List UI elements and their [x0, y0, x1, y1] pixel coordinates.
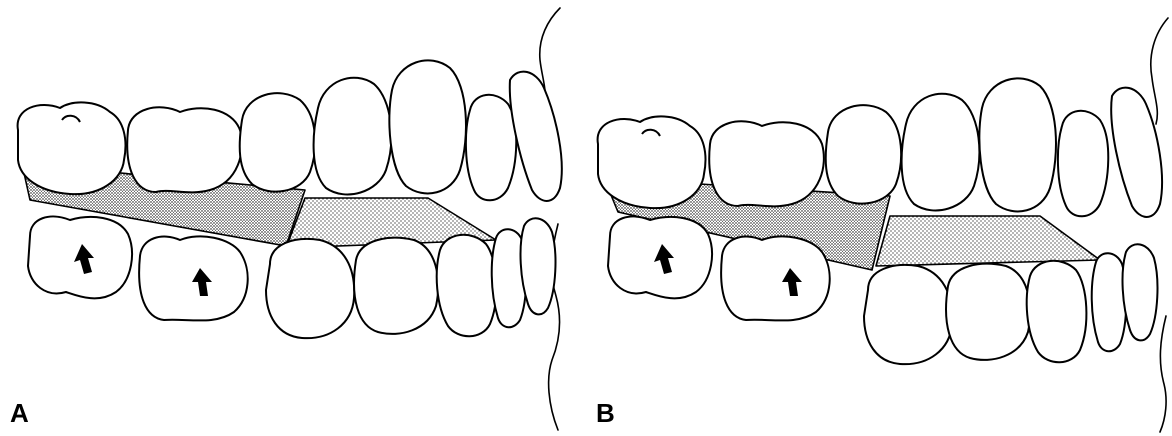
- lower-lateral-incisor-a: [437, 235, 497, 336]
- lower-canine-b: [946, 264, 1030, 360]
- upper-premolar-1-b: [709, 121, 824, 206]
- lower-canine-a: [354, 238, 438, 334]
- lower-premolar-1-b: [721, 236, 830, 320]
- lower-incisor-labial-b: [1123, 244, 1158, 340]
- lower-central-incisor-b: [1092, 253, 1127, 351]
- lower-lateral-incisor-b: [1027, 261, 1087, 362]
- lip-profile-b: [1151, 18, 1168, 432]
- lower-premolar-1-a: [139, 236, 248, 320]
- upper-premolar-2-b: [826, 105, 901, 203]
- upper-incisor-labial-a: [510, 72, 562, 201]
- upper-molar-b: [598, 116, 706, 208]
- upper-canine-b: [902, 94, 980, 211]
- panel-b: B: [596, 18, 1168, 432]
- upper-canine-a: [314, 78, 392, 195]
- lip-profile-a: [540, 8, 560, 430]
- upper-lateral-incisor-b: [979, 78, 1056, 211]
- lower-premolar-2-a: [266, 239, 354, 338]
- upper-central-incisor-b: [1058, 111, 1108, 216]
- upper-molar-a: [18, 102, 126, 194]
- lower-incisor-labial-a: [521, 218, 556, 314]
- upper-central-incisor-a: [466, 95, 516, 200]
- panel-label-a: A: [10, 398, 29, 428]
- wax-bite-anterior-b: [876, 216, 1100, 266]
- panel-a: A: [10, 8, 562, 430]
- upper-premolar-1-a: [127, 107, 242, 192]
- upper-lateral-incisor-a: [389, 60, 466, 193]
- upper-premolar-2-a: [240, 93, 315, 191]
- upper-incisor-labial-b: [1111, 88, 1162, 217]
- panel-label-b: B: [596, 398, 615, 428]
- lower-premolar-2-b: [864, 265, 952, 364]
